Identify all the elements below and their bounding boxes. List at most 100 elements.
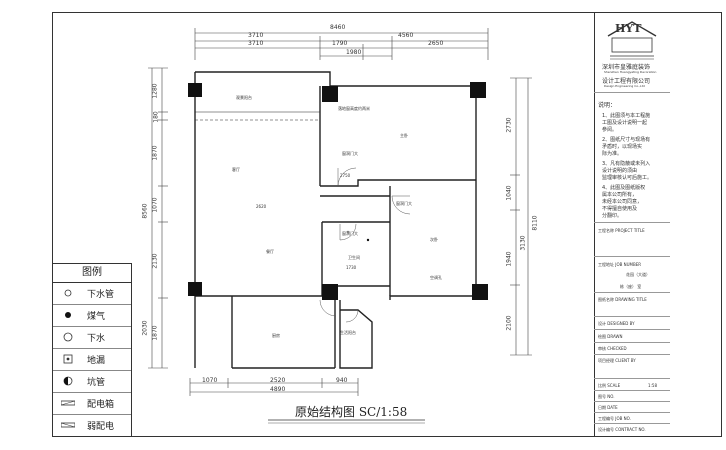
dim-right-a: 2730 — [505, 117, 513, 133]
dim-bottom-b: 2520 — [270, 377, 286, 384]
note-line: 设计说明的须由 — [602, 168, 638, 174]
window-label-1: 窗洞门大 — [342, 151, 358, 156]
company-name-en-2: Design Engineering Co.,Ltd — [604, 84, 645, 88]
panel-divider — [594, 256, 670, 257]
legend-label: 下水 — [87, 334, 106, 344]
legend-item: 配电箱 — [53, 392, 131, 415]
dim-left-h: 1870 — [151, 325, 159, 341]
company-logo — [607, 21, 657, 60]
inner-dim-2: 2620 — [256, 204, 267, 209]
panel-divider — [594, 412, 670, 413]
dim-top-right-a: 4560 — [398, 32, 414, 39]
dim-left-d: 1070 — [151, 197, 159, 213]
dim-left-total: 8560 — [141, 203, 149, 219]
panel-divider — [594, 390, 670, 391]
room-kitchen: 厨房 — [272, 333, 280, 338]
legend-item: 坑管 — [53, 370, 131, 393]
note-line: 1、此图须与本工程施 — [602, 113, 651, 119]
legend-label: 地漏 — [87, 356, 106, 366]
dim-right-e: 1940 — [505, 251, 513, 267]
window-label-3: 窗洞门大 — [342, 231, 358, 236]
drawing-title: 原始结构图 SC/1:58 — [295, 405, 408, 419]
field-drawn: 绘图 DRAWN — [598, 334, 623, 339]
dim-top-total: 8460 — [330, 24, 346, 31]
legend-item: 下水管 — [53, 282, 131, 305]
window-label-4: 空调孔 — [430, 275, 442, 280]
inner-dim-3: 1730 — [346, 265, 357, 270]
note-line: 2、图纸尺寸与现场有 — [602, 137, 651, 143]
legend-label: 煤气 — [87, 312, 106, 322]
legend-label: 配电箱 — [87, 400, 115, 410]
field-checked: 审核 CHECKED — [598, 346, 627, 351]
field-date: 日期 DATE — [598, 405, 618, 410]
room-bed2: 次卧 — [430, 237, 438, 242]
note-line: 3、凡有隐蔽或未列入 — [602, 161, 651, 167]
field-building: 栋（座） 室 — [620, 284, 642, 289]
circle-icon — [64, 289, 72, 297]
field-drawing-no: 图号 NO. — [598, 394, 615, 399]
dim-top-mid-b2: 2650 — [428, 40, 444, 47]
field-contract-no: 设计编号 CONTRACT NO. — [598, 427, 646, 432]
panel-divider — [594, 292, 670, 293]
dim-top-mid-b1: 1790 — [332, 40, 348, 47]
notes-title: 说明： — [598, 102, 617, 109]
note-line: 属本公司所有， — [602, 192, 638, 198]
legend-item: 煤气 — [53, 304, 131, 327]
room-main-bedroom: 主卧 — [400, 133, 408, 138]
field-job-no: 工程编号 JOB NO. — [598, 416, 631, 421]
note-line: 分翻印。 — [602, 213, 623, 219]
ring-icon — [63, 332, 73, 342]
dim-left-b: 180 — [152, 111, 160, 123]
field-scale-value: 1:58 — [648, 383, 657, 388]
legend-item: 下水 — [53, 326, 131, 349]
dim-bottom-a: 1070 — [202, 377, 218, 384]
room-living: 客厅 — [232, 167, 240, 172]
legend-title: 图例 — [53, 264, 131, 283]
room-life-balcony: 生活阳台 — [340, 330, 356, 335]
panel-divider — [594, 329, 670, 330]
dim-left-c: 1870 — [151, 145, 159, 161]
note-line: 矛盾时，以现场实 — [602, 144, 643, 150]
dim-top-mid-c: 1980 — [346, 49, 362, 56]
legend-label: 弱配电 — [87, 422, 115, 432]
legend-label: 下水管 — [87, 290, 115, 300]
field-client: 项目经理 CLIENT BY — [598, 358, 636, 363]
note-line: 监理审核认可后施工。 — [602, 175, 653, 181]
field-designed-by: 设计 DESIGNED BY — [598, 321, 635, 326]
legend-panel: 图例 下水管 煤气 下水 地漏 坑管 配电箱 弱配电 — [52, 263, 132, 437]
note-line: 工图及设计说明一起 — [602, 120, 648, 126]
dim-right-d: 8110 — [531, 215, 539, 231]
dim-left-e: 2130 — [151, 253, 159, 269]
drawing-frame — [52, 12, 722, 437]
inner-dim-1: 2750 — [340, 173, 351, 178]
dim-top-left-a: 3710 — [248, 32, 264, 39]
panel-divider — [594, 316, 670, 317]
company-name-2: 设计工程有限公司 — [602, 78, 651, 85]
square-dot-icon — [63, 354, 73, 364]
dim-bottom-total: 4890 — [270, 386, 286, 393]
column-blocks — [188, 82, 488, 300]
panel-divider — [594, 378, 670, 379]
weak-panel-icon — [61, 422, 75, 428]
window-label-2: 窗洞门大 — [396, 201, 412, 206]
note-line: 4、此图及图纸版权 — [602, 185, 646, 191]
panel-divider — [594, 92, 670, 93]
legend-label: 坑管 — [87, 378, 106, 388]
note-line: 不得擅自使用及 — [602, 206, 638, 212]
dim-top-left-b: 3710 — [248, 40, 264, 47]
note-line: 际为准。 — [602, 151, 623, 157]
company-name: 深圳市皇雅庭装饰 — [602, 64, 651, 71]
dot-icon — [65, 312, 71, 318]
note-label: 落地窗高度约两米 — [338, 106, 370, 111]
dim-right-b: 1040 — [505, 185, 513, 201]
legend-item: 弱配电 — [53, 414, 131, 436]
dim-right-f: 2100 — [505, 315, 513, 331]
panel-divider — [594, 222, 670, 223]
room-bath: 卫生间 — [348, 255, 360, 260]
company-name-en: Shenzhen Huangyating Decoration — [604, 70, 657, 74]
dim-left-g: 2030 — [141, 320, 149, 336]
note-line: 参阅。 — [602, 127, 618, 133]
logo-text: HYT — [615, 22, 642, 35]
field-drawing-title: 图纸名称 DRAWING TITLE — [598, 297, 647, 302]
panel-divider — [594, 354, 670, 355]
